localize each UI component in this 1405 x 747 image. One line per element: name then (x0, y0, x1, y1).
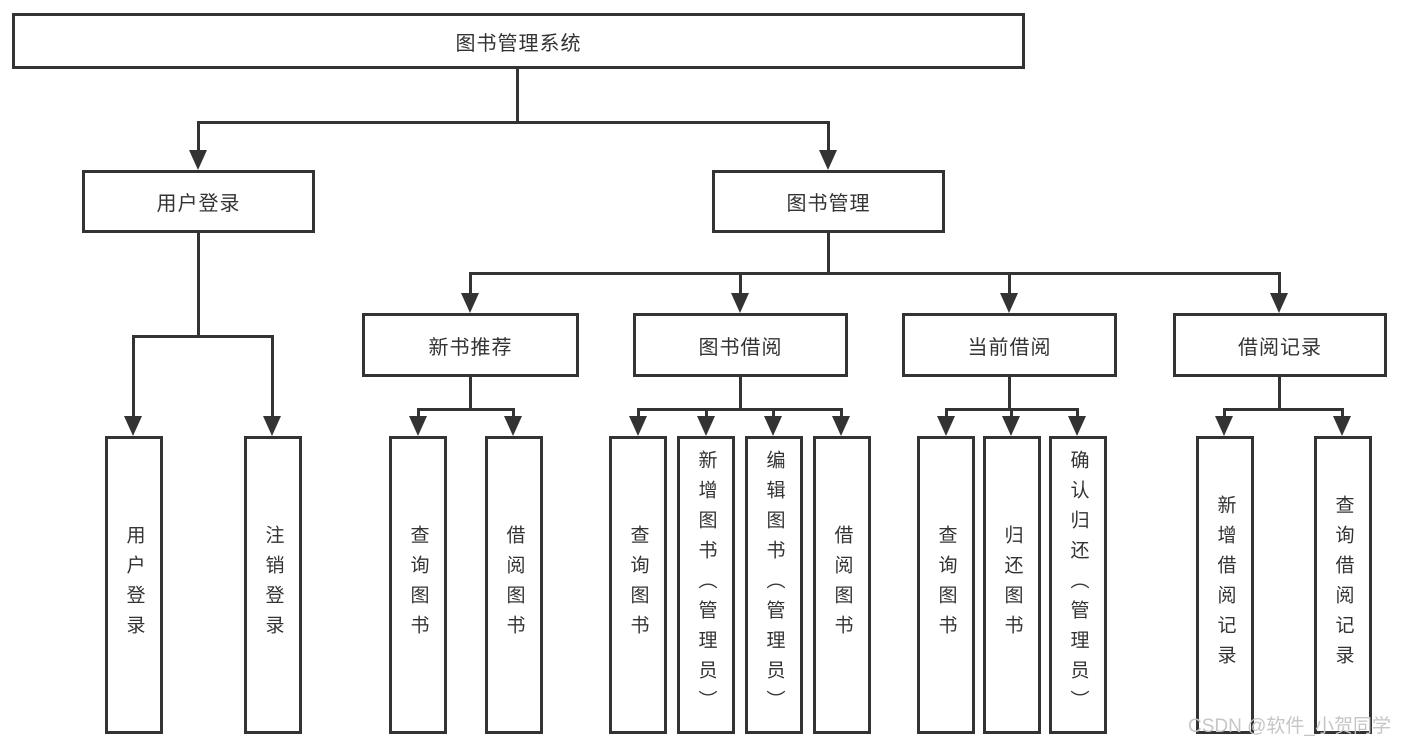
csdn-watermark: CSDN @软件_小贺同学 (1188, 716, 1391, 737)
connector-group-stem (1008, 272, 1011, 297)
leaf-label: 注销登录 (262, 525, 284, 645)
arrow-down-icon (629, 416, 647, 436)
leaf-query-books: 查询图书 (389, 436, 447, 734)
connector-leaf-stem (1223, 408, 1226, 422)
arrow-down-icon (937, 416, 955, 436)
connector-leaf-stem (945, 408, 948, 422)
connector-book-mgmt-stem (827, 121, 830, 163)
leaf-add-borrow-record: 新增借阅记录 (1196, 436, 1254, 734)
arrow-down-icon (124, 416, 142, 436)
connector-borrow-stem (739, 377, 742, 408)
leaf-label: 新增借阅记录 (1214, 495, 1236, 675)
connector-mgmt-stem (827, 233, 830, 272)
connector-group-stem (1278, 272, 1281, 297)
arrow-down-icon (764, 416, 782, 436)
connector-leaf-stem (1076, 408, 1079, 422)
connector-group-stem (469, 272, 472, 297)
arrow-down-icon (461, 293, 479, 313)
leaf-query-borrow-record: 查询借阅记录 (1314, 436, 1372, 734)
connector-root-stem (516, 68, 519, 123)
arrow-down-icon (1215, 416, 1233, 436)
connector-newbook-stem (469, 377, 472, 408)
node-borrowing-records: 借阅记录 (1173, 313, 1387, 377)
connector-leaf-stem (637, 408, 640, 422)
leaf-query-books: 查询图书 (917, 436, 975, 734)
leaf-add-books-admin: 新增图书（管理员） (677, 436, 735, 734)
arrow-down-icon (189, 150, 207, 170)
node-label: 图书借阅 (698, 336, 783, 359)
connector-leaf-stem (1010, 408, 1013, 422)
node-label: 借阅记录 (1238, 336, 1322, 359)
arrow-down-icon (832, 416, 850, 436)
connector-borrow-rail (637, 408, 842, 411)
leaf-return-books: 归还图书 (983, 436, 1041, 734)
node-library-system: 图书管理系统 (12, 13, 1025, 69)
leaf-label: 查询图书 (935, 525, 957, 645)
leaf-label: 查询图书 (407, 525, 429, 645)
arrow-down-icon (1068, 416, 1086, 436)
leaf-label: 查询借阅记录 (1332, 495, 1354, 675)
leaf-label: 查询图书 (627, 525, 649, 645)
leaf-label: 用户登录 (123, 525, 145, 645)
leaf-borrow-books: 借阅图书 (813, 436, 871, 734)
connector-records-rail (1223, 408, 1342, 411)
connector-leaf-stem (772, 408, 775, 422)
connector-user-login-stem (197, 121, 200, 163)
connector-level3-rail (469, 272, 1281, 275)
arrow-down-icon (697, 416, 715, 436)
connector-leaf-stem (417, 408, 420, 422)
leaf-logout: 注销登录 (244, 436, 302, 734)
connector-records-stem (1278, 377, 1281, 408)
arrow-down-icon (409, 416, 427, 436)
arrow-down-icon (1333, 416, 1351, 436)
leaf-label: 确认归还（管理员） (1067, 450, 1089, 720)
node-label: 新书推荐 (428, 336, 513, 359)
connector-current-stem (1008, 377, 1011, 408)
node-book-borrowing: 图书借阅 (633, 313, 848, 377)
arrow-down-icon (731, 293, 749, 313)
connector-leaf-stem (271, 335, 274, 420)
leaf-edit-books-admin: 编辑图书（管理员） (745, 436, 803, 734)
leaf-label: 归还图书 (1001, 525, 1023, 645)
leaf-label: 编辑图书（管理员） (763, 450, 785, 720)
leaf-borrow-books: 借阅图书 (485, 436, 543, 734)
connector-leaf-stem (1341, 408, 1344, 422)
connector-newbook-rail (417, 408, 515, 411)
arrow-down-icon (504, 416, 522, 436)
leaf-label: 新增图书（管理员） (695, 450, 717, 720)
node-current-borrowing: 当前借阅 (902, 313, 1117, 377)
leaf-confirm-return-admin: 确认归还（管理员） (1049, 436, 1107, 734)
connector-user-branch-stem (197, 233, 200, 335)
node-label: 当前借阅 (967, 336, 1052, 359)
connector-user-branch-rail (132, 335, 273, 338)
arrow-down-icon (263, 416, 281, 436)
leaf-user-login: 用户登录 (105, 436, 163, 734)
leaf-query-books: 查询图书 (609, 436, 667, 734)
leaf-label: 借阅图书 (831, 525, 853, 645)
node-book-management: 图书管理 (712, 170, 945, 233)
node-label: 用户登录 (156, 193, 241, 215)
connector-leaf-stem (705, 408, 708, 422)
arrow-down-icon (819, 150, 837, 170)
arrow-down-icon (1002, 416, 1020, 436)
node-user-login: 用户登录 (82, 170, 315, 233)
node-label: 图书管理系统 (455, 32, 582, 55)
node-new-book-recommend: 新书推荐 (362, 313, 579, 377)
arrow-down-icon (1000, 293, 1018, 313)
connector-group-stem (739, 272, 742, 297)
leaf-label: 借阅图书 (503, 525, 525, 645)
connector-leaf-stem (840, 408, 843, 422)
connector-leaf-stem (512, 408, 515, 422)
node-label: 图书管理 (786, 193, 871, 215)
arrow-down-icon (1270, 293, 1288, 313)
connector-level2-rail (197, 121, 830, 124)
connector-leaf-stem (132, 335, 135, 420)
